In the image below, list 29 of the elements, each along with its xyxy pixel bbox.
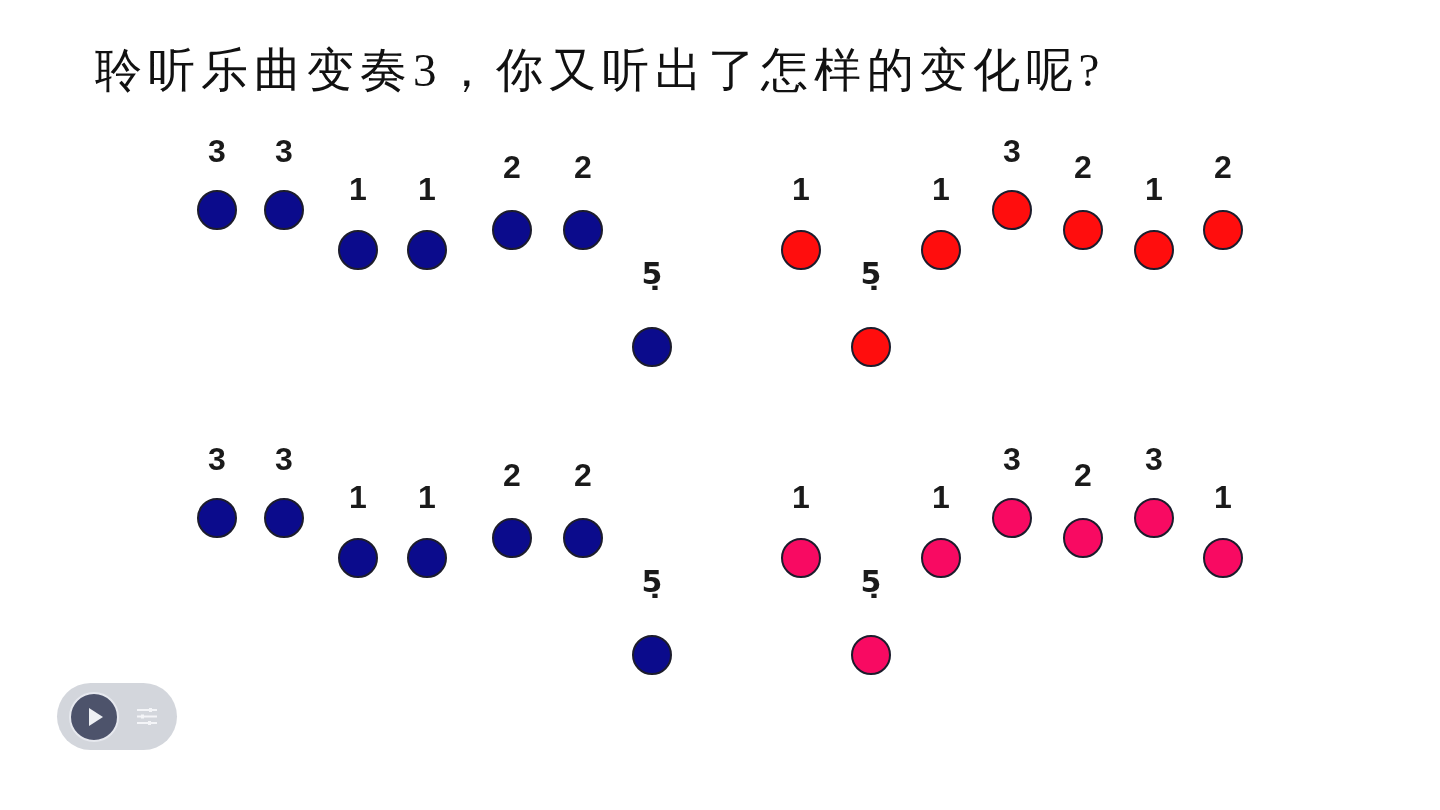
note-number: 5̣ — [860, 563, 882, 601]
note-number: 2 — [1074, 458, 1092, 494]
note-number: 1 — [932, 172, 950, 208]
note-number: 1 — [792, 480, 810, 516]
note-number: 3 — [208, 134, 226, 170]
note-number: 1 — [932, 480, 950, 516]
note-number: 2 — [1074, 150, 1092, 186]
note-number: 1 — [349, 172, 367, 208]
note-number: 1 — [418, 480, 436, 516]
note-number: 2 — [574, 150, 592, 186]
note-number: 1 — [1214, 480, 1232, 516]
note-number: 2 — [1214, 150, 1232, 186]
note-number: 1 — [418, 172, 436, 208]
note-number: 2 — [574, 458, 592, 494]
note-number: 1 — [349, 480, 367, 516]
note-number: 1 — [1145, 172, 1163, 208]
title: 聆听乐曲变奏3，你又听出了怎样的变化呢? — [95, 43, 1106, 98]
note-number: 3 — [275, 442, 293, 478]
note-number: 3 — [1003, 442, 1021, 478]
note-number: 2 — [503, 150, 521, 186]
note-number: 2 — [503, 458, 521, 494]
note-number: 5̣ — [641, 563, 663, 601]
note-number: 3 — [208, 442, 226, 478]
note-number: 5̣ — [641, 255, 663, 293]
note-number: 1 — [792, 172, 810, 208]
note-number: 3 — [1003, 134, 1021, 170]
note-number: 5̣ — [860, 255, 882, 293]
note-number: 3 — [1145, 442, 1163, 478]
note-number: 3 — [275, 134, 293, 170]
